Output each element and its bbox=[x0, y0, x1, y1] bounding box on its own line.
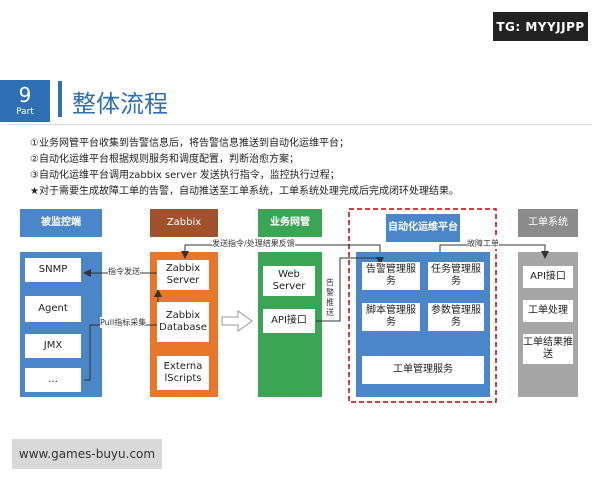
agent-node: Agent bbox=[25, 296, 81, 322]
ticket-process-node: 工单处理 bbox=[523, 300, 573, 322]
ticket-result-push-node: 工单结果推送 bbox=[523, 334, 573, 364]
alert-push-label: 告警推送 bbox=[326, 278, 334, 317]
param-service-node: 参数管理服务 bbox=[428, 303, 484, 331]
ticket-mgmt-service-node: 工单管理服务 bbox=[362, 356, 484, 384]
task-service-node: 任务管理服务 bbox=[428, 262, 484, 290]
zabbix-server-node: Zabbix Server bbox=[157, 260, 209, 290]
biz-header: 业务网管 bbox=[258, 209, 322, 237]
script-service-node: 脚本管理服务 bbox=[362, 303, 420, 331]
web-server-node: Web Server bbox=[263, 266, 315, 296]
zabbix-header: Zabbix bbox=[150, 209, 218, 237]
fault-ticket-label: 故障工单 bbox=[467, 238, 499, 249]
hollow-arrow bbox=[221, 310, 253, 332]
title-divider bbox=[8, 124, 592, 125]
description-line: ★对于需要生成故障工单的告警，自动推送至工单系统，工单系统处理完成后完成闭环处理… bbox=[30, 186, 459, 197]
description-line: ①业务网管平台收集到告警信息后，将告警信息推送到自动化运维平台； bbox=[30, 138, 349, 149]
title-accent-bar bbox=[58, 81, 62, 117]
auto-dashed-frame bbox=[348, 208, 497, 403]
section-number: 9 bbox=[18, 83, 32, 107]
jmx-node: JMX bbox=[25, 334, 81, 358]
command-send-label: 指令发送 bbox=[108, 266, 140, 277]
description-block: ①业务网管平台收集到告警信息后，将告警信息推送到自动化运维平台； ②自动化运维平… bbox=[30, 136, 459, 200]
description-line: ②自动化运维平台根据规则服务和调度配置，判断治愈方案； bbox=[30, 154, 299, 165]
description-line: ③自动化运维平台调用zabbix server 发送执行指令，监控执行过程； bbox=[30, 170, 340, 181]
monitored-header: 被监控端 bbox=[20, 209, 102, 237]
ellipsis-node: … bbox=[25, 368, 81, 392]
alert-service-node: 告警管理服务 bbox=[362, 262, 420, 290]
external-scripts-node: Externa lScripts bbox=[157, 356, 209, 390]
page-title: 整体流程 bbox=[72, 90, 168, 118]
auto-header: 自动化运维平台 bbox=[386, 214, 460, 242]
ticket-header: 工单系统 bbox=[518, 209, 578, 237]
section-number-box: 9 Part bbox=[0, 80, 50, 122]
alert-push-line bbox=[316, 257, 384, 322]
snmp-node: SNMP bbox=[25, 258, 81, 282]
telegram-badge: TG: MYYJJPP bbox=[493, 12, 588, 41]
site-watermark: www.games-buyu.com bbox=[12, 439, 162, 469]
send-command-label: 发送指令/处理结果反馈 bbox=[212, 238, 295, 249]
section-label: Part bbox=[16, 107, 34, 117]
biz-api-node: API接口 bbox=[263, 309, 315, 333]
pull-metrics-label: Pull指标采集 bbox=[100, 317, 147, 328]
zabbix-database-node: Zabbix Database bbox=[157, 302, 209, 342]
ticket-api-node: API接口 bbox=[523, 266, 573, 288]
